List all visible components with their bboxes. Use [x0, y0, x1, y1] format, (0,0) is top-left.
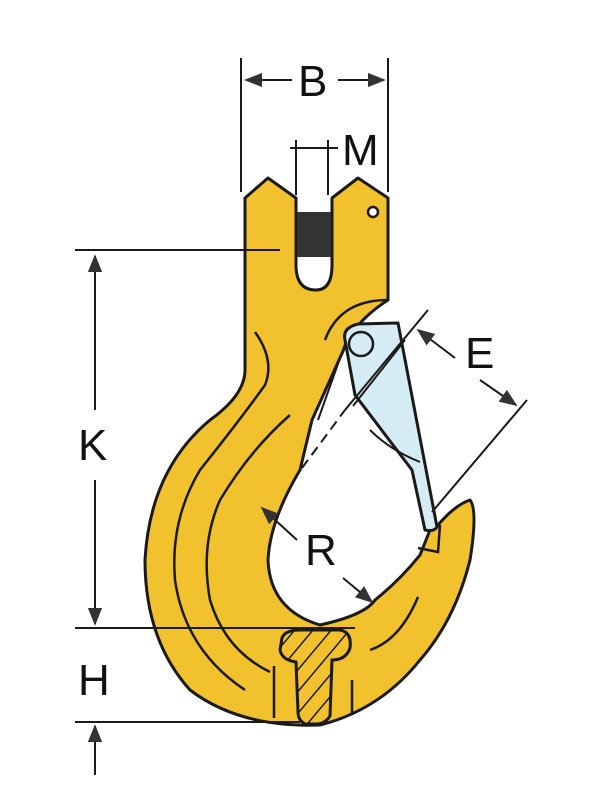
- safety-latch: [343, 321, 439, 533]
- dimension-label-e: E: [465, 329, 494, 378]
- hook-cross-section: [278, 628, 352, 726]
- dimension-label-h: H: [78, 656, 110, 705]
- pin-hole: [366, 205, 380, 219]
- hook-body: [143, 176, 476, 727]
- dimension-lines: [75, 58, 528, 775]
- dimension-label-k: K: [78, 421, 107, 470]
- clevis-slot-insert: [297, 212, 331, 257]
- dimension-label-b: B: [298, 57, 327, 106]
- latch-pivot-icon: [347, 330, 375, 358]
- dimension-label-m: M: [342, 126, 379, 175]
- dimension-label-r: R: [305, 526, 337, 575]
